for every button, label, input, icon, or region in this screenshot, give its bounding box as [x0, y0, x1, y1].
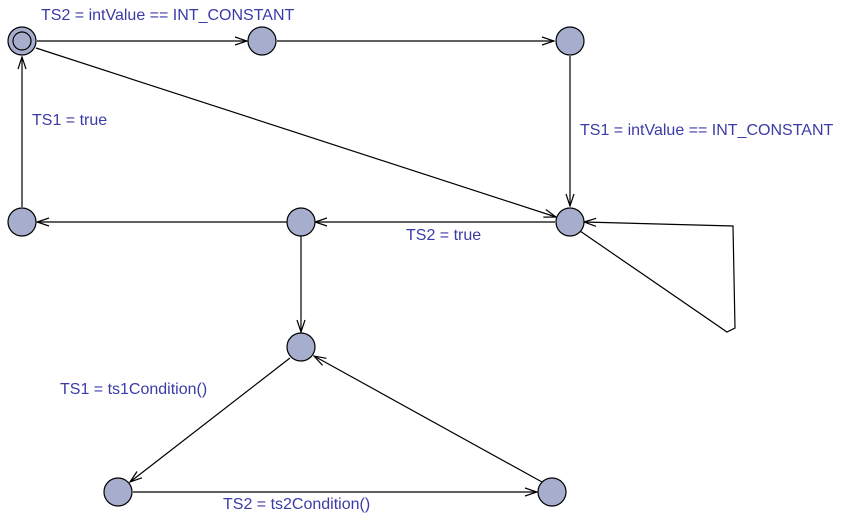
label-ts2-condition: TS2 = ts2Condition() [223, 496, 370, 513]
state-top-middle[interactable] [247, 26, 277, 56]
state-lower-center[interactable] [286, 332, 316, 362]
state-bottom-right[interactable] [537, 477, 567, 507]
edge-lower-center-to-bottom-left [130, 357, 291, 482]
state-bottom-left[interactable] [103, 477, 133, 507]
state-center[interactable] [286, 207, 316, 237]
edge-bottom-right-to-lower-center [314, 356, 543, 483]
label-ts2-int-constant: TS2 = intValue == INT_CONSTANT [41, 7, 295, 24]
label-ts1-true: TS1 = true [32, 112, 107, 129]
state-initial[interactable] [7, 26, 37, 56]
label-ts1-int-constant: TS1 = intValue == INT_CONSTANT [580, 122, 834, 139]
edge-right-middle-self-loop [579, 222, 736, 333]
state-top-right[interactable] [555, 26, 585, 56]
label-ts1-condition: TS1 = ts1Condition() [60, 381, 207, 398]
state-right-middle[interactable] [555, 207, 585, 237]
label-ts2-true: TS2 = true [406, 227, 481, 244]
state-initial-marker [12, 31, 32, 51]
edge-initial-to-right-middle [35, 47, 556, 217]
state-left-middle[interactable] [7, 207, 37, 237]
